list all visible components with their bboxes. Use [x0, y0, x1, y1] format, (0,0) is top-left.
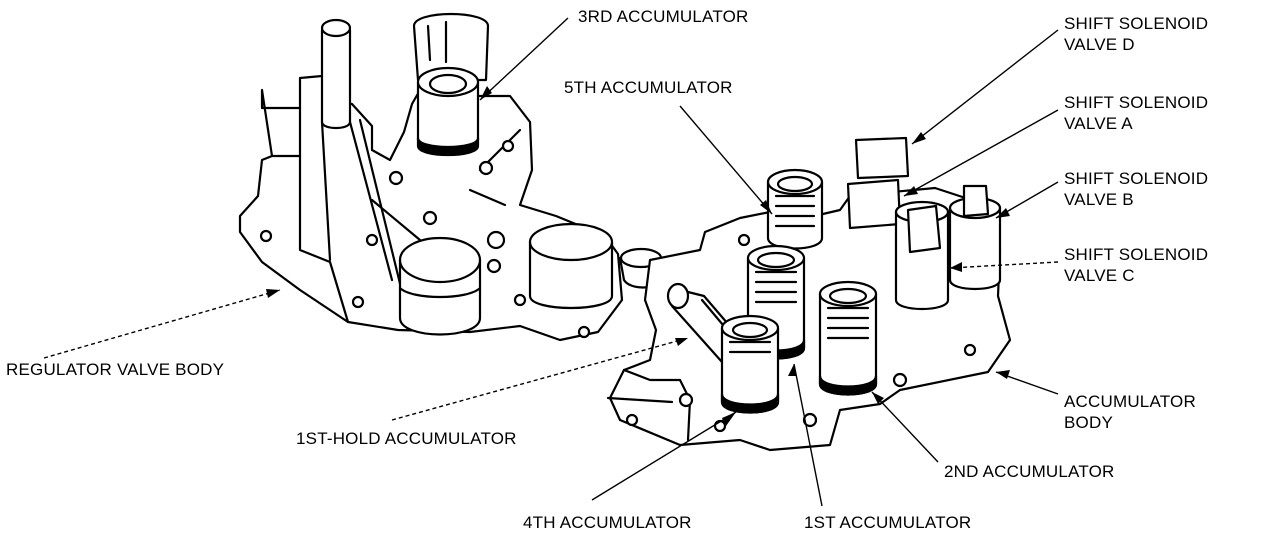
2nd-accumulator-cylinder — [818, 280, 878, 396]
leader-4th-accumulator — [591, 411, 737, 501]
leader-3rd-accumulator — [479, 17, 569, 101]
leader-ssv-d — [911, 29, 1059, 145]
leader-1st-hold-accumulator — [391, 337, 689, 421]
label-1st-hold-accumulator: 1ST-HOLD ACCUMULATOR — [296, 429, 517, 448]
accumulator-body-drawing — [606, 136, 1012, 452]
leader-1st-accumulator — [793, 363, 823, 507]
label-5th-accumulator: 5TH ACCUMULATOR — [564, 78, 733, 97]
leader-5th-accumulator — [679, 105, 773, 215]
label-regulator-valve-body: REGULATOR VALVE BODY — [6, 360, 225, 379]
5th-accumulator-cylinder — [766, 168, 824, 250]
leader-regulator-valve-body — [43, 289, 281, 359]
label-2nd-accumulator: 2ND ACCUMULATOR — [944, 462, 1115, 481]
shift-solenoid-valves-drawing — [846, 136, 1002, 310]
4th-accumulator-cylinder — [720, 314, 780, 414]
leader-ssv-a — [903, 109, 1059, 197]
label-1st-accumulator: 1ST ACCUMULATOR — [804, 513, 972, 532]
label-3rd-accumulator: 3RD ACCUMULATOR — [578, 7, 749, 26]
regulator-valve-body-drawing — [238, 12, 664, 342]
label-4th-accumulator: 4TH ACCUMULATOR — [523, 513, 692, 532]
leader-2nd-accumulator — [871, 391, 939, 463]
